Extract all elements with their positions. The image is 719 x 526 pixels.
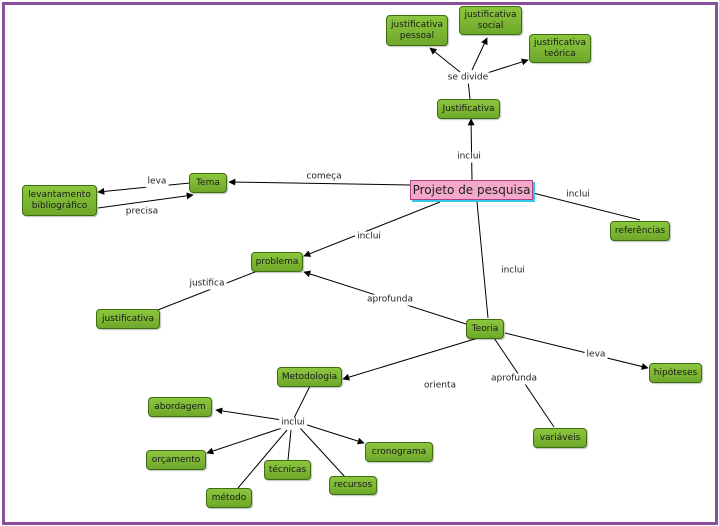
node-abordagem[interactable]: abordagem <box>148 397 212 417</box>
node-metodo[interactable]: método <box>206 488 252 508</box>
node-tema[interactable]: Tema <box>189 173 227 193</box>
link-label-aprofunda-problema: aprofunda <box>364 294 416 306</box>
edge-projeto-tema <box>228 178 411 186</box>
link-label-leva-hipoteses: leva <box>584 349 608 361</box>
node-problema[interactable]: problema <box>251 252 303 272</box>
edge-teoria-metodologia <box>342 337 479 381</box>
edge-projeto-justificativa <box>467 118 475 182</box>
link-label-aprofunda-variaveis: aprofunda <box>488 373 540 385</box>
edge-projeto-problema <box>303 201 441 257</box>
link-label-precisa: precisa <box>123 206 161 218</box>
node-hipoteses[interactable]: hipóteses <box>649 363 702 383</box>
edge-sedivide-social <box>471 37 488 71</box>
edge-problema-justificativa <box>149 271 256 314</box>
edge-inclui-cronograma <box>303 423 365 445</box>
edge-teoria-hipoteses <box>504 332 649 370</box>
link-label-comeca: começa <box>304 171 344 183</box>
edge-inclui-recursos <box>299 427 346 478</box>
link-label-inclui-teoria: inclui <box>499 265 527 277</box>
link-label-se-divide: se divide <box>445 72 491 84</box>
node-justificativa-problema[interactable]: justificativa <box>96 309 160 329</box>
edge-sedivide-pessoal <box>429 47 461 73</box>
node-teoria[interactable]: Teoria <box>466 319 504 339</box>
link-label-inclui-problema: inclui <box>355 231 383 243</box>
node-orcamento[interactable]: orçamento <box>146 450 206 470</box>
link-label-justifica: justifica <box>187 278 227 290</box>
edge-inclui-tecnicas <box>287 429 292 461</box>
edge-inclui-metodo <box>237 429 288 489</box>
link-label-inclui-metodologia: inclui <box>279 417 307 429</box>
node-justificativa-pessoal[interactable]: justificativa pessoal <box>386 15 448 46</box>
edge-projeto-teoria <box>476 201 489 319</box>
link-label-orienta: orienta <box>422 380 458 392</box>
node-justificativa[interactable]: Justificativa <box>437 99 500 119</box>
edge-projeto-referencias <box>532 192 641 221</box>
node-recursos[interactable]: recursos <box>329 476 377 495</box>
edge-tema-levantamento <box>97 182 191 195</box>
link-label-leva-tema: leva <box>145 176 169 188</box>
link-label-inclui-referencias: inclui <box>564 189 592 201</box>
node-justificativa-teorica[interactable]: justificativa teórica <box>529 34 591 63</box>
edge-inclui-orcamento <box>206 427 283 455</box>
edge-levantamento-tema <box>97 192 194 209</box>
node-levantamento-bibliografico[interactable]: levantamento bibliográfico <box>22 185 97 216</box>
root-node-projeto-de-pesquisa[interactable]: Projeto de pesquisa <box>410 180 533 200</box>
node-cronograma[interactable]: cronograma <box>365 442 433 462</box>
edge-inclui-abordagem <box>215 407 283 421</box>
node-justificativa-social[interactable]: justificativa social <box>459 6 522 35</box>
node-variaveis[interactable]: variáveis <box>533 428 587 448</box>
node-metodologia[interactable]: Metodologia <box>277 367 342 387</box>
node-tecnicas[interactable]: técnicas <box>264 460 311 480</box>
edge-metodologia-inclui <box>293 385 311 419</box>
node-referencias[interactable]: referências <box>610 221 670 241</box>
link-label-inclui-justificativa: inclui <box>455 151 483 163</box>
edge-sedivide-teorica <box>483 58 529 75</box>
